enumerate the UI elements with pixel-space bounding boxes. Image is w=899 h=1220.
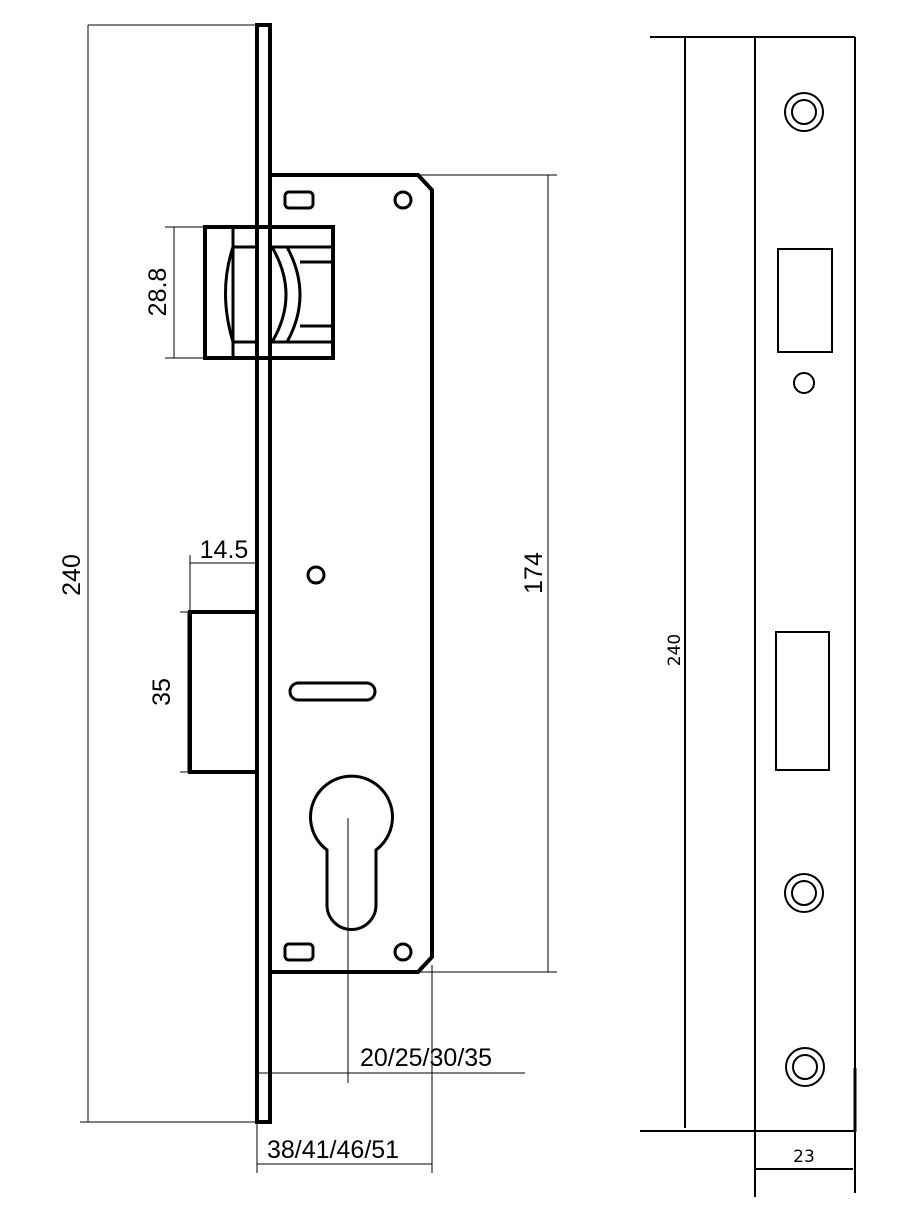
small-hole xyxy=(793,372,815,394)
dimension-faceplate-width: 23 xyxy=(754,1131,856,1197)
top-slot xyxy=(283,190,315,210)
euro-cylinder-cutout xyxy=(309,774,394,931)
faceplate xyxy=(255,23,272,1124)
dim-label-backset: 20/25/30/35 xyxy=(360,1044,492,1072)
long-slot xyxy=(288,681,377,702)
dimension-bolt-throw: 14.5 xyxy=(189,536,257,612)
dim-label-35: 35 xyxy=(148,678,176,706)
side-dim-label-23: 23 xyxy=(793,1147,815,1167)
dimension-bolt-height: 35 xyxy=(148,611,190,773)
dimension-case-height: 174 xyxy=(418,174,557,973)
follower-hole xyxy=(306,565,326,585)
side-dim-label-240: 240 xyxy=(665,634,685,666)
dimension-case-depth: 38/41/46/51 xyxy=(256,965,433,1173)
bottom-screw-hole xyxy=(393,942,413,962)
front-view: 240 174 28.8 14.5 35 xyxy=(58,23,557,1173)
dim-label-240: 240 xyxy=(58,554,86,596)
dim-label-14-5: 14.5 xyxy=(200,536,249,564)
screw-hole-top xyxy=(784,92,824,132)
bottom-slot xyxy=(283,942,315,962)
dimension-backset: 20/25/30/35 xyxy=(257,1044,525,1074)
screw-hole-bottom xyxy=(785,1047,825,1087)
dim-label-28-8: 28.8 xyxy=(144,268,172,317)
latch-bolt xyxy=(203,225,335,360)
bolt-opening xyxy=(775,631,830,771)
side-view: 240 23 xyxy=(640,36,857,1197)
deadbolt xyxy=(188,610,259,774)
dimension-latch-height: 28.8 xyxy=(144,226,205,359)
lock-case xyxy=(270,173,434,974)
latch-opening xyxy=(777,248,833,353)
dimension-total-height: 240 xyxy=(58,24,257,1123)
top-screw-hole xyxy=(393,190,413,210)
dim-label-case-depth: 38/41/46/51 xyxy=(267,1136,399,1164)
dim-label-174: 174 xyxy=(520,552,548,594)
screw-hole-middle xyxy=(784,873,824,913)
